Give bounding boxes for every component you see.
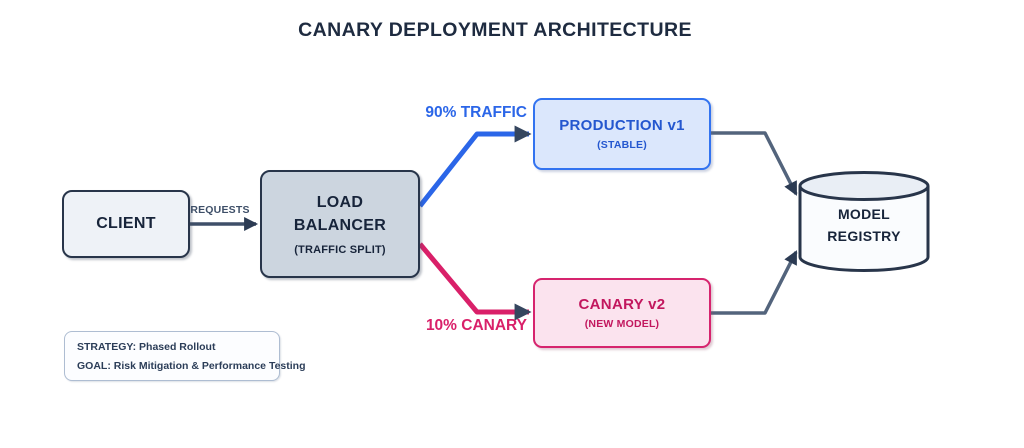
client-label: CLIENT	[96, 215, 156, 232]
traffic-10-arrow	[418, 242, 532, 321]
canary-label: CANARY v2	[578, 296, 666, 313]
client-node: CLIENT	[62, 190, 190, 258]
load-balancer-node: LOAD BALANCER (TRAFFIC SPLIT)	[260, 170, 420, 278]
load-balancer-label-line2: BALANCER	[293, 216, 387, 234]
production-node: PRODUCTION v1 (STABLE)	[533, 98, 711, 170]
canary-node: CANARY v2 (NEW MODEL)	[533, 278, 711, 348]
production-to-registry-arrow	[711, 131, 798, 196]
canary-sublabel: (NEW MODEL)	[584, 318, 660, 330]
registry-label-line2: REGISTRY	[827, 228, 901, 244]
requests-edge-label: REQUESTS	[190, 204, 250, 216]
model-registry-node: MODEL REGISTRY	[800, 198, 928, 254]
load-balancer-label-line1: LOAD	[316, 194, 364, 212]
goal-note-line: GOAL: Risk Mitigation & Performance Test…	[77, 359, 306, 372]
production-label: PRODUCTION v1	[559, 117, 685, 134]
strategy-note-box: STRATEGY: Phased Rollout GOAL: Risk Miti…	[64, 331, 306, 381]
traffic-10-edge-label: 10% CANARY	[425, 317, 527, 334]
strategy-note-line: STRATEGY: Phased Rollout	[77, 340, 216, 353]
load-balancer-sublabel: (TRAFFIC SPLIT)	[294, 243, 386, 256]
canary-to-registry-arrow	[711, 250, 798, 315]
diagram-title: CANARY DEPLOYMENT ARCHITECTURE	[298, 19, 692, 41]
traffic-90-arrow	[418, 125, 532, 208]
traffic-90-edge-label: 90% TRAFFIC	[425, 104, 527, 121]
production-sublabel: (STABLE)	[597, 139, 647, 151]
registry-label-line1: MODEL	[837, 206, 891, 223]
database-cylinder-icon	[798, 171, 930, 272]
